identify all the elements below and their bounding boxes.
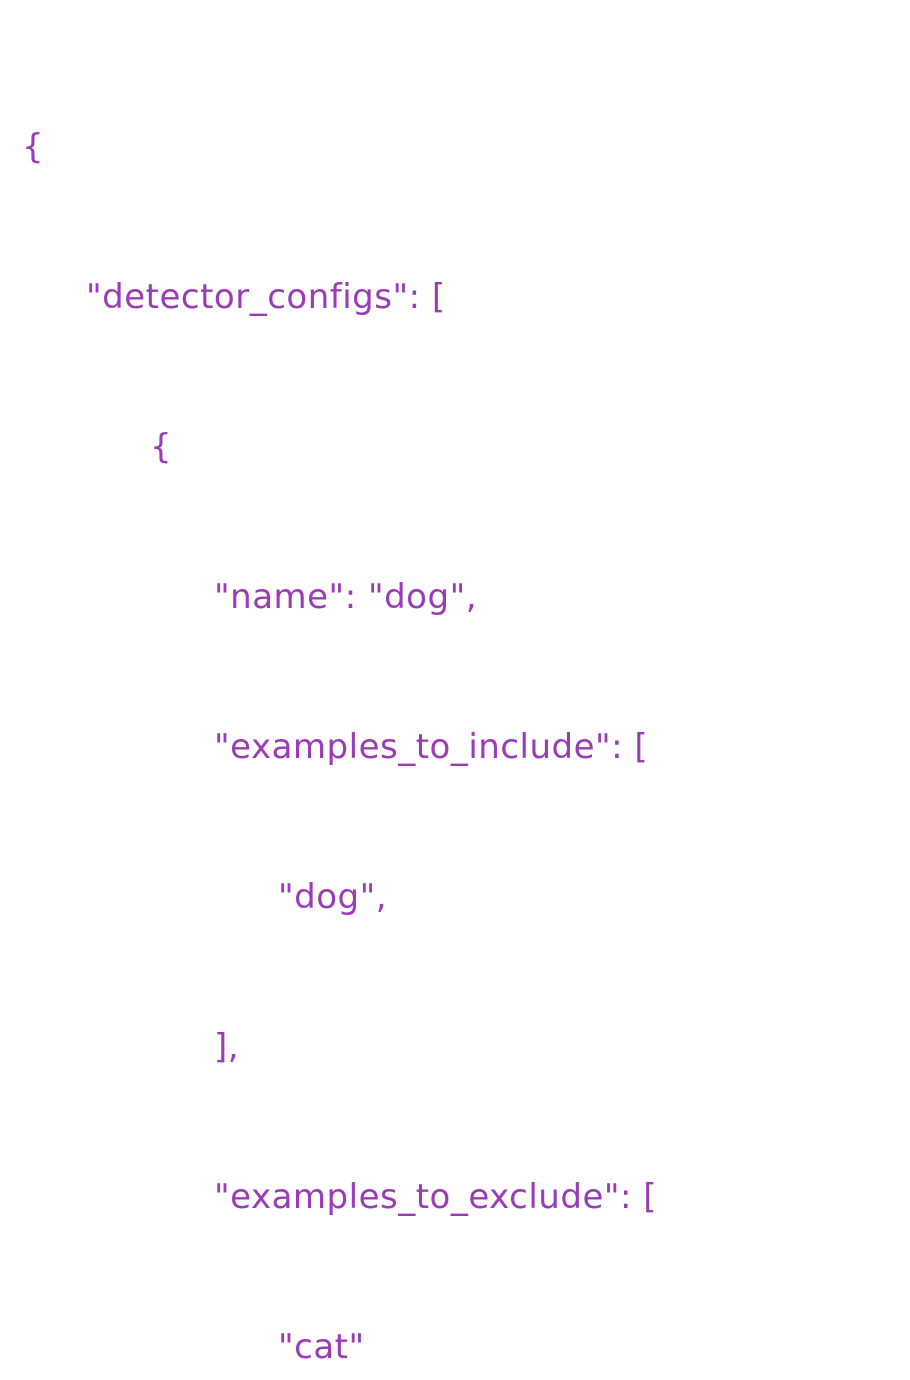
code-line-detector-configs-key: "detector_configs": [ (86, 277, 446, 317)
code-line-close-include-bracket: ], (214, 1027, 240, 1067)
code-line-examples-to-include-key: "examples_to_include": [ (214, 727, 649, 767)
json-code-block: { "detector_configs": [ { "name": "dog",… (22, 22, 657, 1380)
code-line-open-root-brace: { (22, 127, 45, 167)
code-line-open-config-brace: { (150, 427, 173, 467)
code-line-name-field: "name": "dog", (214, 577, 478, 617)
code-line-examples-to-exclude-key: "examples_to_exclude": [ (214, 1177, 658, 1217)
code-line-include-value: "dog", (278, 877, 388, 917)
code-line-exclude-value: "cat" (278, 1327, 365, 1367)
